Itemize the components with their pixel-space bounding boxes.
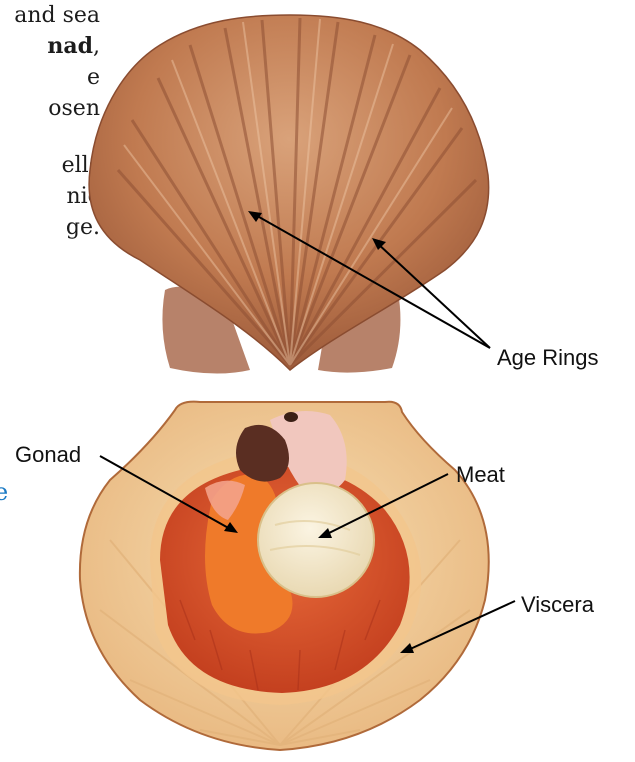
age-rings-label: Age Rings — [497, 345, 599, 371]
meat-label: Meat — [456, 462, 505, 488]
adductor-meat — [258, 483, 374, 597]
viscera-label: Viscera — [521, 592, 594, 618]
gonad-label: Gonad — [15, 442, 81, 468]
shell-exterior — [89, 15, 489, 374]
shell-body — [89, 15, 489, 370]
